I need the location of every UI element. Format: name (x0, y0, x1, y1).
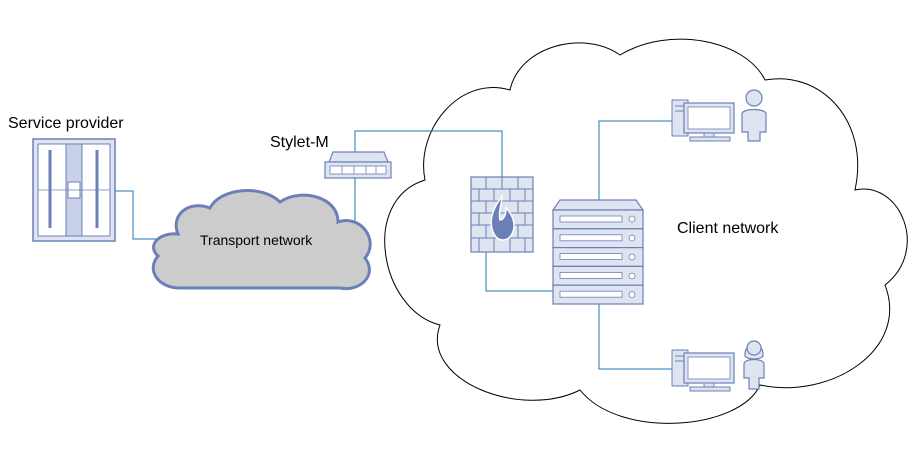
desktop-computer-icon (671, 99, 735, 142)
network-appliance-icon (324, 151, 392, 179)
link-stylet-firewall (354, 130, 503, 177)
link-firewall-server (485, 252, 553, 292)
link-server-workstation-top (598, 120, 672, 200)
female-user-icon (743, 340, 765, 390)
link-provider-transport (115, 190, 163, 240)
label-service-provider: Service provider (8, 115, 124, 132)
server-rack-icon (32, 138, 116, 242)
desktop-computer-icon (671, 349, 735, 392)
label-transport-network: Transport network (200, 232, 313, 248)
flame-icon (490, 193, 515, 241)
label-stylet-m: Stylet-M (270, 134, 329, 151)
client-network-cloud (384, 38, 908, 424)
firewall-icon (470, 176, 534, 253)
label-client-network: Client network (677, 220, 779, 237)
transport-network-cloud (151, 189, 372, 291)
link-server-workstation-bottom (598, 304, 672, 370)
male-user-icon (741, 89, 767, 142)
server-stack-icon (551, 199, 645, 305)
